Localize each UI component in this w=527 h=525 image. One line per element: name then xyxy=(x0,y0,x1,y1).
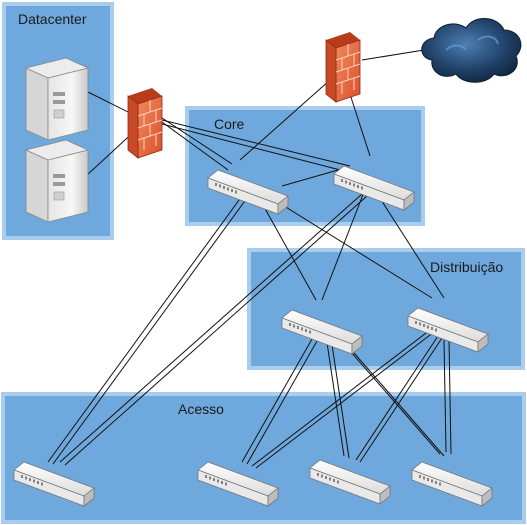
server-icon xyxy=(24,139,90,223)
firewall-icon xyxy=(127,88,163,159)
switch-icon xyxy=(411,461,493,507)
zone-datacenter-label: Datacenter xyxy=(18,11,87,27)
network-links xyxy=(47,49,452,469)
switch-icon xyxy=(13,461,95,507)
switch-icon xyxy=(333,165,415,211)
zone-distribution-label: Distribuição xyxy=(430,259,503,275)
firewall-icon xyxy=(325,32,361,103)
server-icon xyxy=(24,57,90,141)
switch-icon xyxy=(281,309,363,355)
switch-icon xyxy=(309,459,391,505)
zone-core-label: Core xyxy=(214,116,245,132)
zone-distribution: Distribuição xyxy=(247,248,525,370)
switch-icon xyxy=(197,461,279,507)
cloud-icon xyxy=(421,18,522,83)
switch-icon xyxy=(407,307,489,353)
zone-access-label: Acesso xyxy=(178,401,224,417)
switch-icon xyxy=(207,169,289,215)
